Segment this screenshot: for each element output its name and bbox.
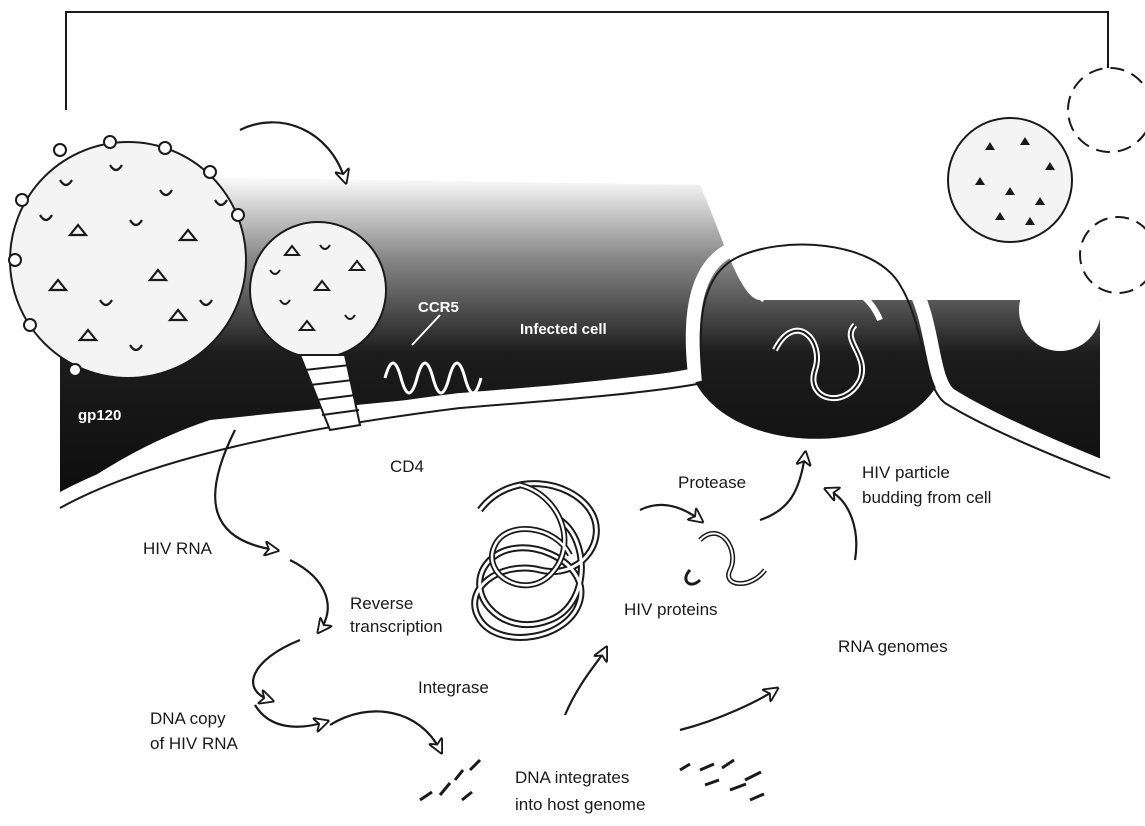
label-dna-copy-1: DNA copy: [150, 709, 226, 728]
label-dna-integrates-1: DNA integrates: [515, 768, 629, 787]
label-reverse-transcription-1: Reverse: [350, 594, 413, 613]
cleaved-proteins: [686, 533, 765, 584]
label-infected-cell: Infected cell: [520, 321, 607, 338]
label-hiv-rna: HIV RNA: [143, 539, 213, 558]
label-hiv-proteins: HIV proteins: [624, 600, 718, 619]
label-ccr5: CCR5: [418, 299, 459, 316]
label-cd4: CD4: [390, 457, 424, 476]
hiv-protein-tangle: [475, 484, 597, 638]
label-dna-integrates-2: into host genome: [515, 795, 645, 814]
label-gp120: gp120: [78, 407, 121, 424]
hiv-virion-large: [9, 136, 246, 378]
label-protease: Protease: [678, 473, 746, 492]
label-dna-copy-2: of HIV RNA: [150, 734, 239, 753]
label-rna-genomes: RNA genomes: [838, 637, 948, 656]
label-reverse-transcription-2: transcription: [350, 617, 443, 636]
label-integrase: Integrase: [418, 678, 489, 697]
label-hiv-particle-2: budding from cell: [862, 488, 991, 507]
label-hiv-particle-1: HIV particle: [862, 463, 950, 482]
frame-outline: [66, 12, 1108, 110]
